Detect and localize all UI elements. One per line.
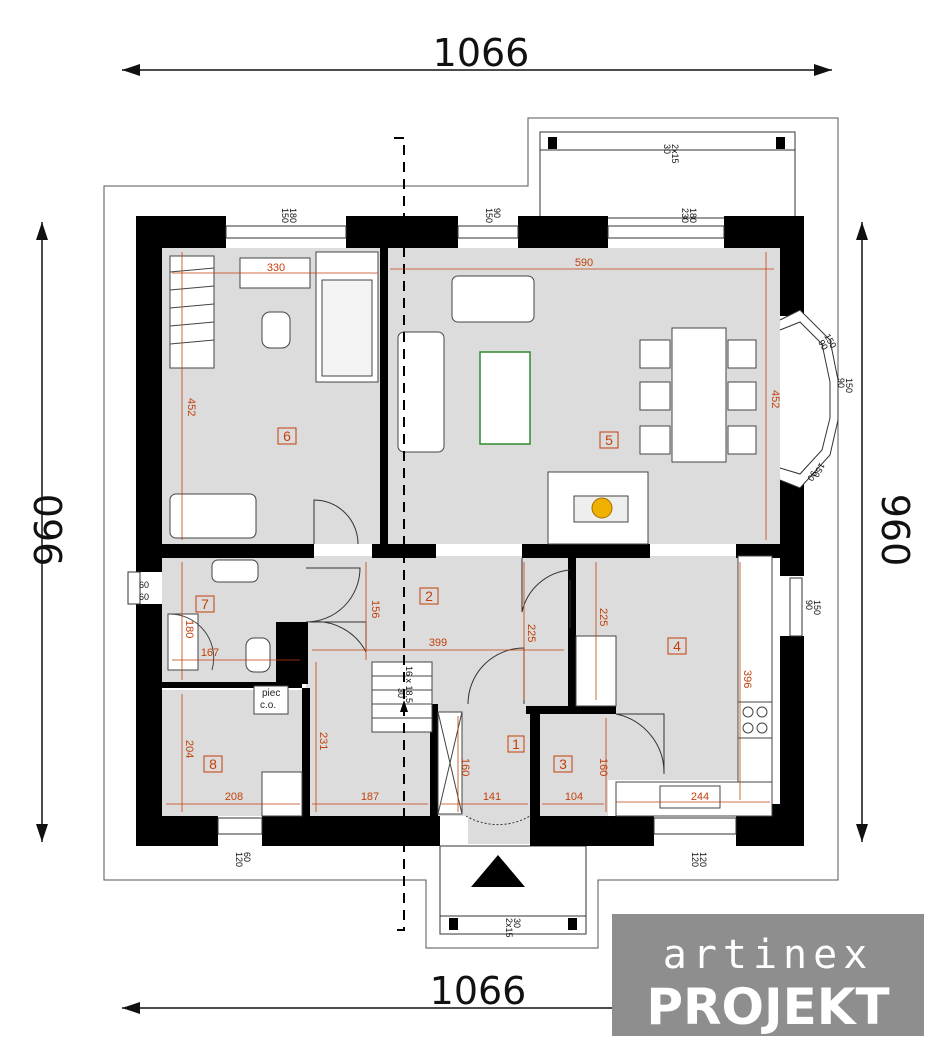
toilet [245, 637, 271, 673]
dim-label: 330 [267, 262, 285, 274]
doors [305, 499, 665, 826]
room-number: 6 [283, 428, 291, 444]
window-label: 90 [805, 469, 819, 483]
porch-step-label: 2x15 [504, 918, 514, 938]
overall-right-dimension: 960 [873, 494, 917, 567]
dim-label: 244 [691, 791, 709, 803]
walls [136, 216, 804, 846]
dim-label: 399 [429, 637, 447, 649]
dim-label: 452 [185, 398, 197, 416]
room-number: 2 [425, 588, 433, 604]
kitchen-counter-right [737, 555, 773, 805]
wm-unit [261, 771, 303, 817]
room-number: 7 [201, 596, 209, 612]
room-number: 1 [512, 736, 520, 752]
overall-bottom-dimension: 1066 [430, 969, 527, 1013]
overall-top-dimension: 1066 [433, 31, 530, 75]
window-labels: 180 150 90 150 180 230 150 90 150 90 150… [139, 208, 854, 867]
dim-label: 156 [369, 600, 381, 618]
room-number: 4 [673, 638, 681, 654]
window-label: 90 [836, 378, 846, 388]
room-number: 8 [209, 756, 217, 772]
stair-label-2: 30 [396, 688, 406, 698]
dim-label: 452 [769, 390, 781, 408]
furniture [167, 251, 773, 817]
sofa-living-top [451, 275, 535, 323]
room-dimensions [166, 252, 774, 812]
dim-label: 141 [483, 791, 501, 803]
cooktop [737, 701, 773, 739]
window-label: 60 [242, 852, 252, 862]
desk-chair [261, 311, 291, 349]
dim-label: 231 [317, 732, 329, 750]
overall-left-dimension: 960 [27, 494, 71, 567]
dim-label: 104 [565, 791, 583, 803]
coffee-table [479, 351, 531, 445]
washbasin [211, 559, 259, 583]
dim-label: 167 [201, 647, 219, 659]
dim-label: 160 [459, 758, 471, 776]
watermark-logo: artinex PROJEKT [612, 914, 924, 1036]
boiler-label: piec [262, 688, 280, 699]
section-line [394, 137, 408, 931]
porch-step-label-2: 30 [512, 918, 522, 928]
sofa-room6 [169, 493, 257, 539]
boiler [253, 685, 289, 715]
window-label: 230 [680, 208, 690, 223]
terrace-step-label: 2x15 [670, 144, 680, 164]
dim-label: 187 [361, 791, 379, 803]
dim-label: 204 [183, 740, 195, 758]
window-label: 60 [139, 580, 149, 590]
window-label: 180 [688, 208, 698, 223]
watermark-line1: artinex [663, 932, 874, 978]
window-label: 90 [816, 338, 830, 352]
window-label: 180 [288, 208, 298, 223]
dimension-labels: 330 590 452 452 180 167 156 399 225 225 … [183, 257, 781, 803]
window-label: 150 [280, 208, 290, 223]
windows [127, 225, 803, 835]
dim-label: 160 [597, 758, 609, 776]
window-label: 120 [690, 852, 700, 867]
stair-label: 16 x 18,5 [404, 666, 414, 703]
watermark-line2: PROJEKT [646, 978, 889, 1036]
window-label: 150 [484, 208, 494, 223]
window-label: 150 [844, 378, 854, 393]
window-label: 120 [698, 852, 708, 867]
entrance-arrow-icon [471, 855, 525, 887]
dim-label: 225 [597, 608, 609, 626]
boiler-label-2: c.o. [260, 700, 276, 711]
wardrobe [169, 255, 215, 369]
window-label: 120 [234, 852, 244, 867]
porch: 2x15 30 [439, 845, 587, 938]
window-label: 90 [492, 208, 502, 218]
dining-table [671, 327, 727, 463]
overall-dimensions: 1066 1066 960 960 [27, 31, 917, 1014]
dim-label: 208 [225, 791, 243, 803]
sink [659, 785, 721, 809]
dim-label: 396 [741, 670, 753, 688]
window-label: 150 [812, 600, 822, 615]
dim-label: 590 [575, 257, 593, 269]
dim-label: 180 [183, 620, 195, 638]
shower [167, 613, 199, 671]
terrace: 2x15 30 [539, 131, 796, 219]
plot-outline [103, 117, 839, 949]
dim-label: 225 [525, 624, 537, 642]
room-number: 3 [559, 756, 567, 772]
room-numbers: 6 5 7 2 4 8 1 3 [195, 427, 687, 773]
terrace-step-label-2: 30 [662, 144, 672, 154]
room-number: 5 [605, 432, 613, 448]
window-label: 90 [804, 600, 814, 610]
sofa-living-left [397, 331, 445, 453]
stair-flight [371, 661, 433, 733]
window-label: 60 [139, 592, 149, 602]
